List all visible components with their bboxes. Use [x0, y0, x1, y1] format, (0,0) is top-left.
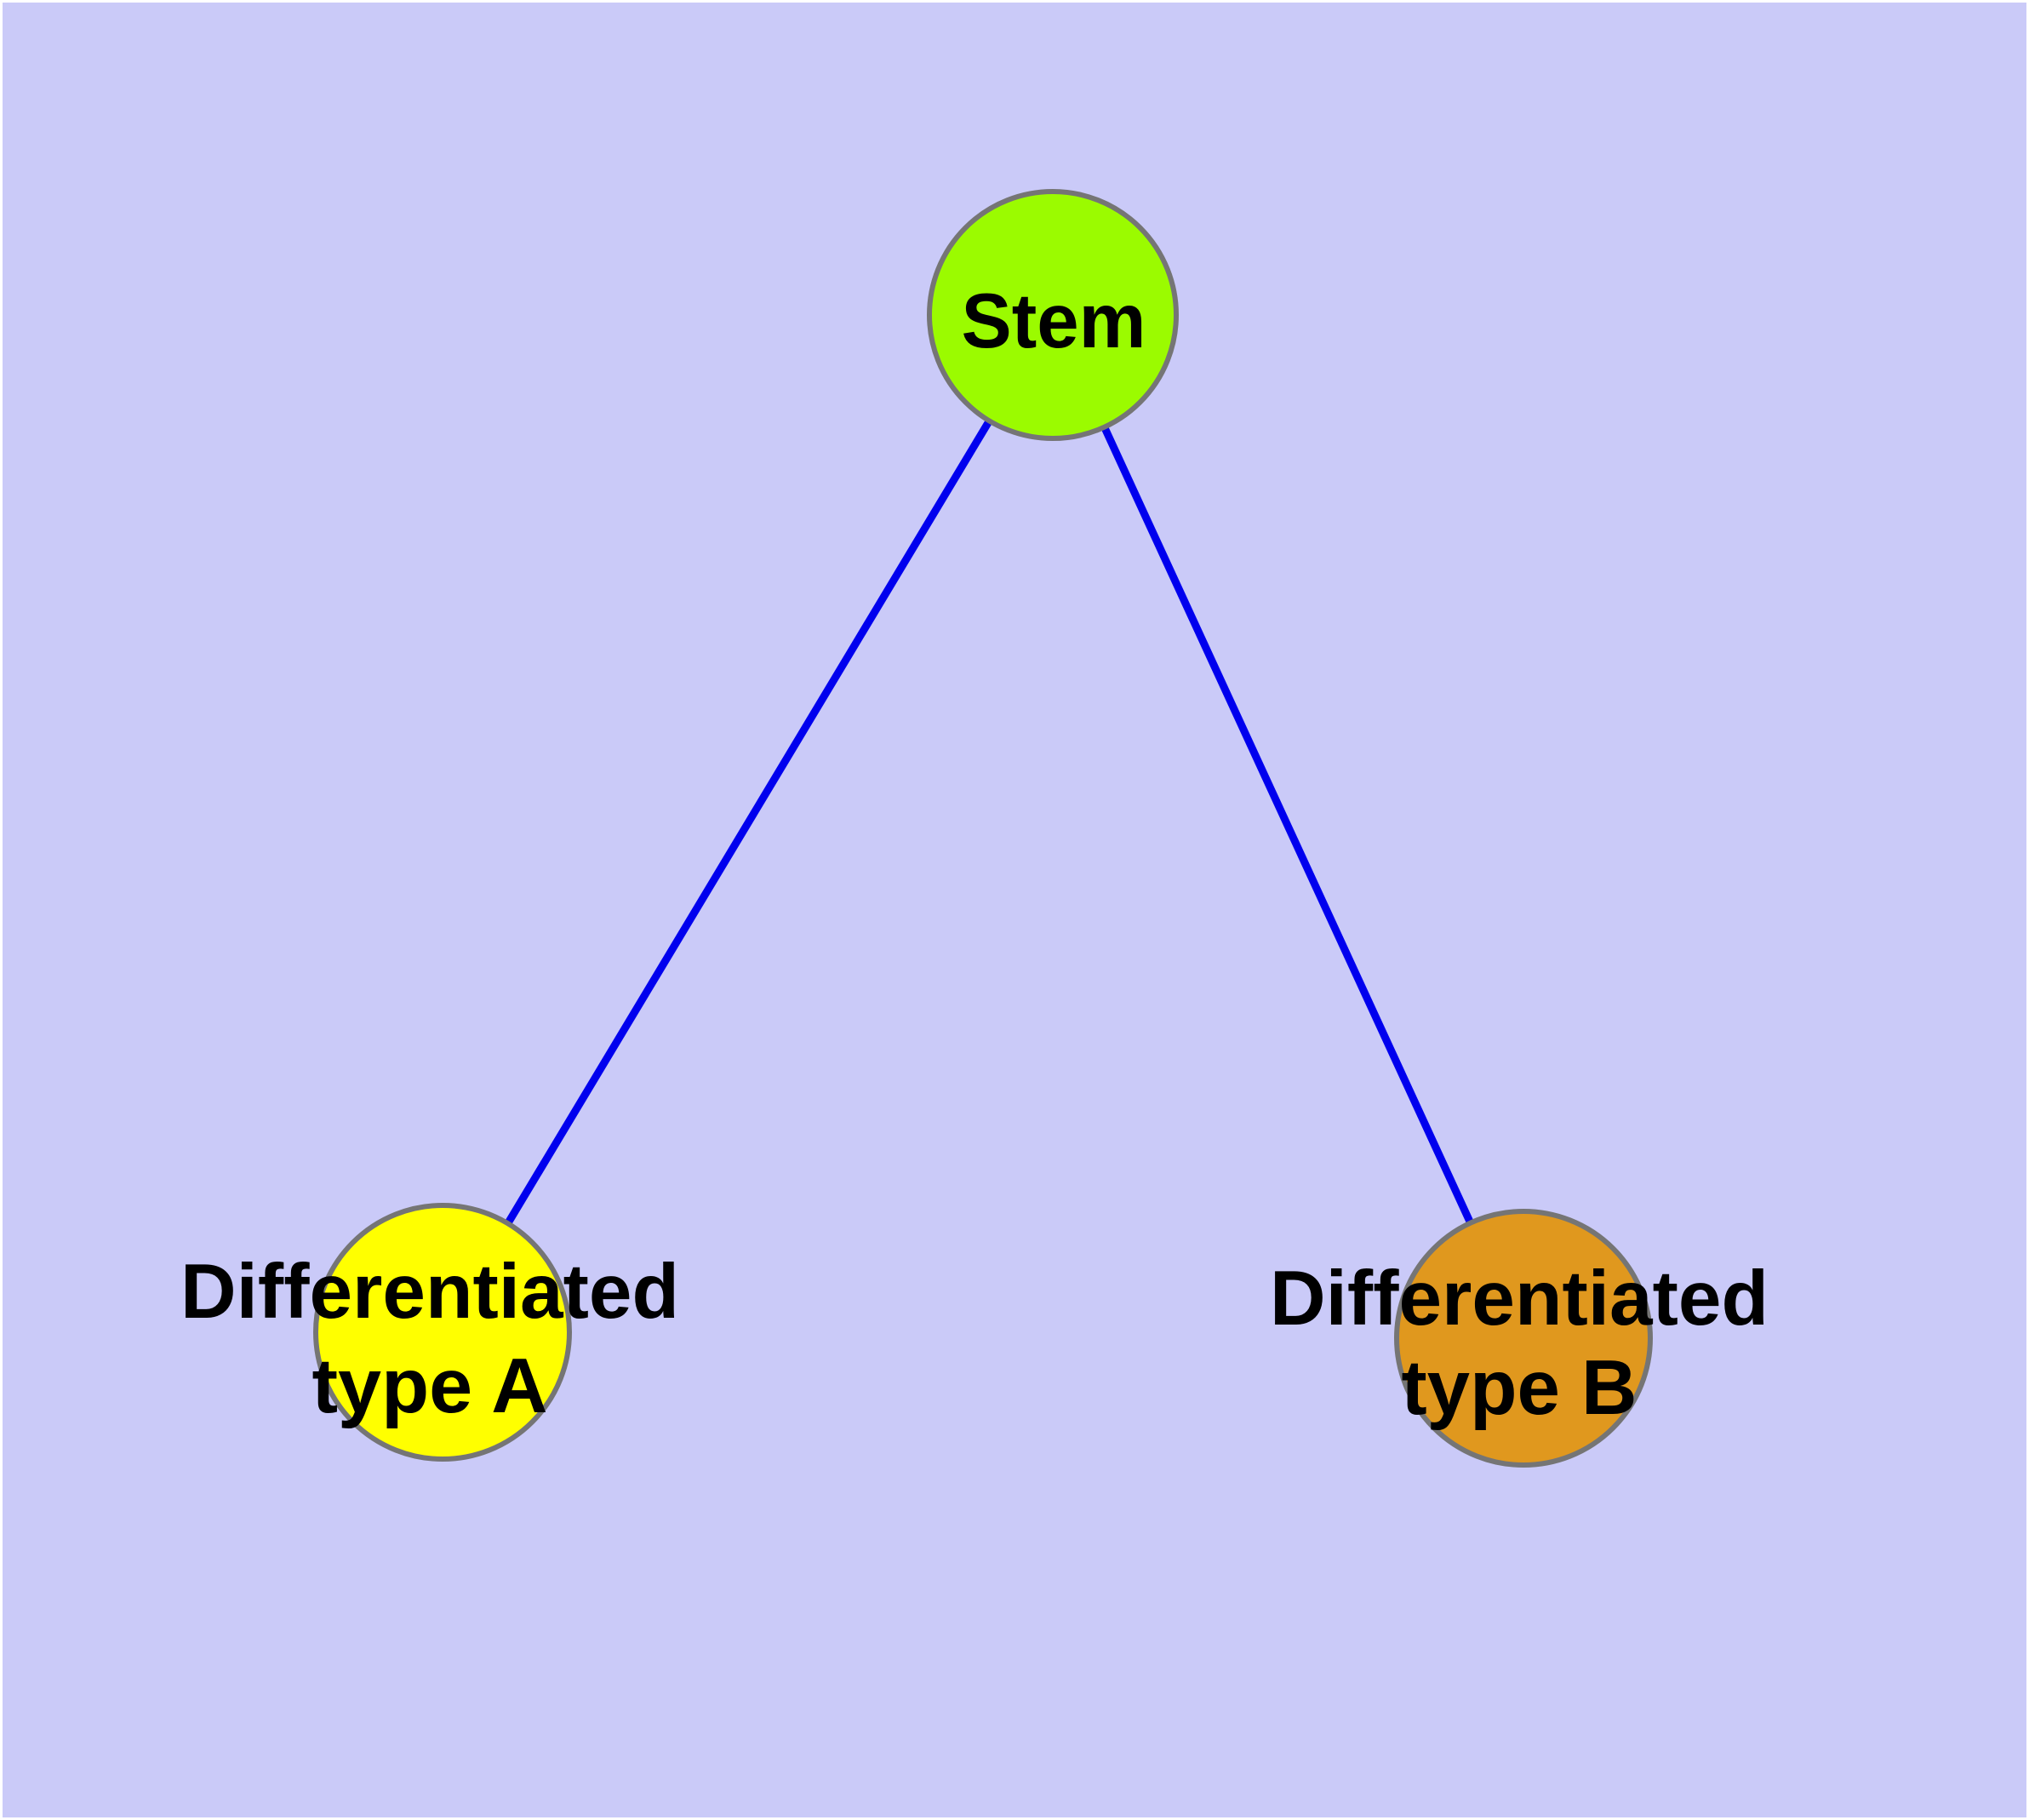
type-a-node-label-line1: Differentiated — [180, 1249, 679, 1335]
type-b-node-label-line1: Differentiated — [1270, 1256, 1769, 1342]
stem-node-label: Stem — [962, 278, 1146, 364]
stem-node-circle — [927, 189, 1179, 441]
edge-stem-to-type-b — [1049, 313, 1528, 1340]
edge-stem-to-type-a — [439, 312, 1056, 1335]
type-b-node-label-line2: type B — [1402, 1345, 1637, 1431]
type-a-node-label-line2: type A — [312, 1343, 548, 1429]
type-b-node-circle — [1394, 1209, 1653, 1468]
type-a-node-circle — [313, 1203, 572, 1462]
